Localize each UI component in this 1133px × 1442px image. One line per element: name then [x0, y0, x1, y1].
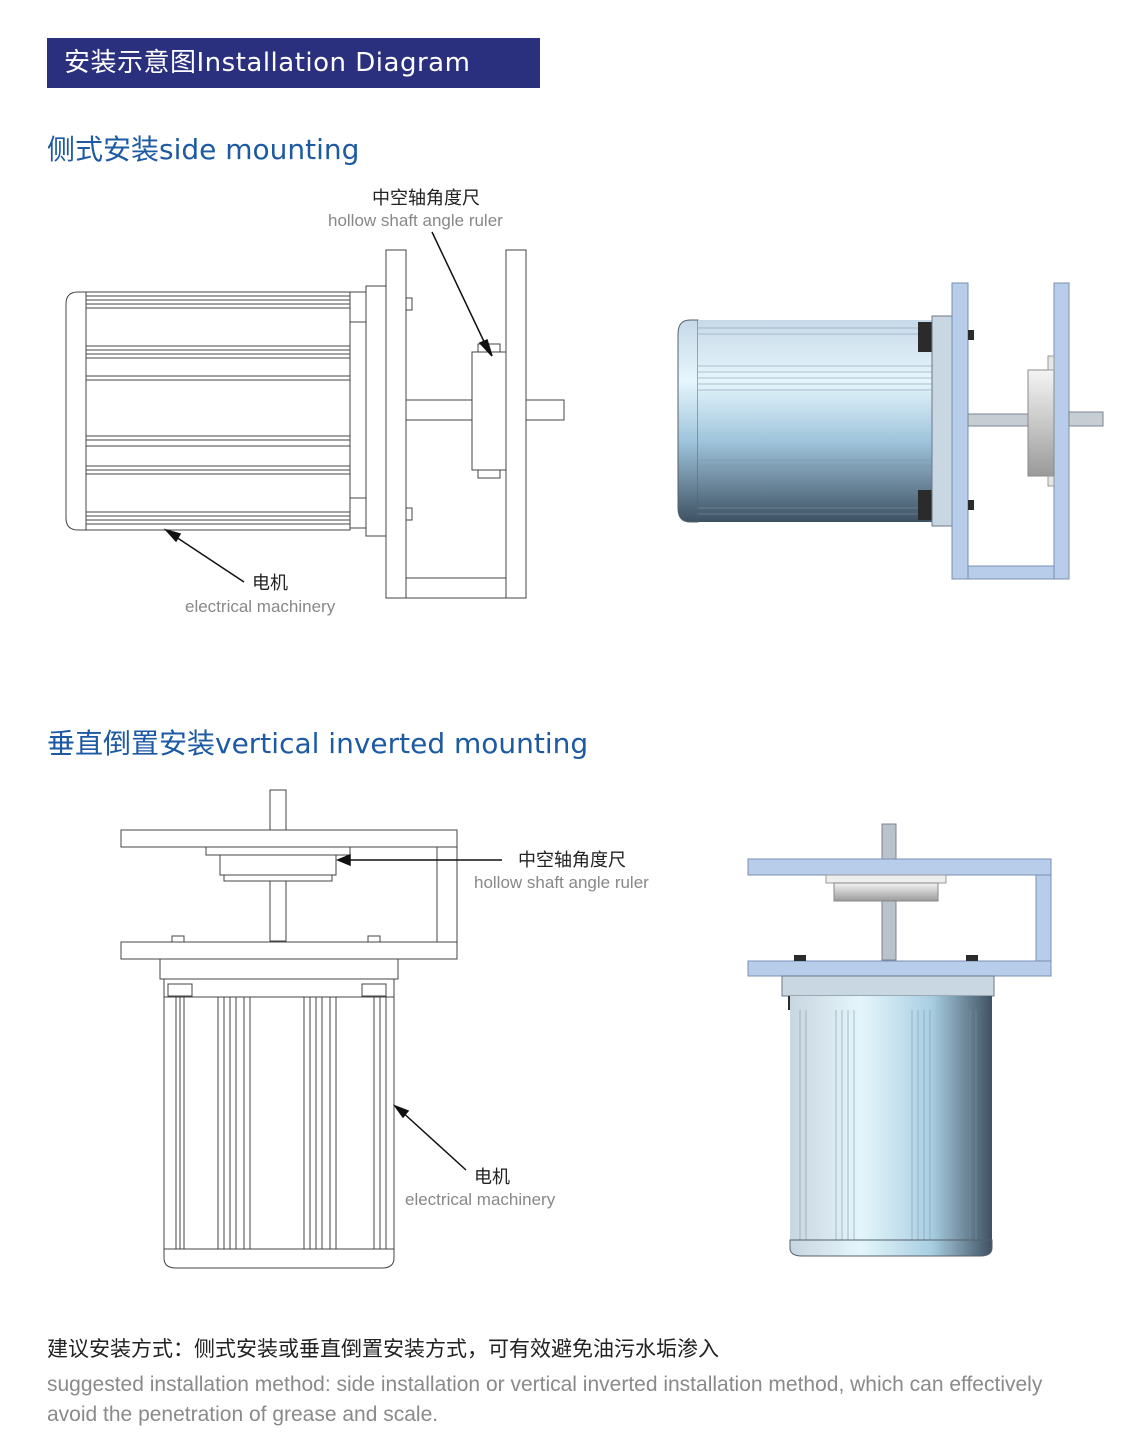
vertical-ruler-label-cn: 中空轴角度尺 — [518, 850, 626, 871]
side-ruler-label-cn: 中空轴角度尺 — [372, 188, 480, 209]
side-ruler-label-en: hollow shaft angle ruler — [328, 211, 503, 230]
side-motor-label-en: electrical machinery — [185, 597, 336, 616]
page-title: 安装示意图Installation Diagram — [64, 48, 471, 78]
vertical-motor-label-cn: 电机 — [474, 1167, 510, 1188]
side-motor-label-cn: 电机 — [252, 573, 288, 594]
vertical-ruler-label-en: hollow shaft angle ruler — [474, 873, 649, 892]
installation-note-cn: 建议安装方式：侧式安装或垂直倒置安装方式，可有效避免油污水垢渗入 — [47, 1337, 719, 1361]
vertical-motor-label-en: electrical machinery — [405, 1190, 556, 1209]
vertical-mounting-title: 垂直倒置安装vertical inverted mounting — [47, 727, 589, 760]
side-mounting-title: 侧式安装side mounting — [47, 133, 360, 166]
page-title-banner: 安装示意图Installation Diagram — [47, 38, 540, 88]
installation-note-en: suggested installation method: side inst… — [47, 1373, 1043, 1426]
